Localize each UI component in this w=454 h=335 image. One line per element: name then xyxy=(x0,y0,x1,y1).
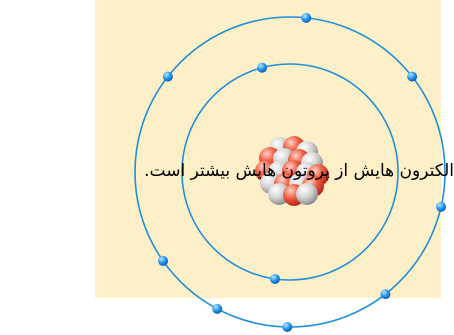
outer-electron xyxy=(301,12,312,23)
electrons xyxy=(158,12,447,332)
nucleus xyxy=(255,136,329,206)
outer-electron xyxy=(162,71,173,82)
outer-electron xyxy=(436,201,447,212)
outer-electron xyxy=(380,289,391,300)
outer-electron xyxy=(158,255,169,266)
inner-orbit xyxy=(181,63,399,281)
outer-electron xyxy=(407,71,418,82)
inner-electron xyxy=(257,62,268,73)
outer-electron xyxy=(282,321,293,332)
neutron xyxy=(296,183,318,205)
inner-electron xyxy=(269,273,280,284)
outer-electron xyxy=(212,303,223,314)
